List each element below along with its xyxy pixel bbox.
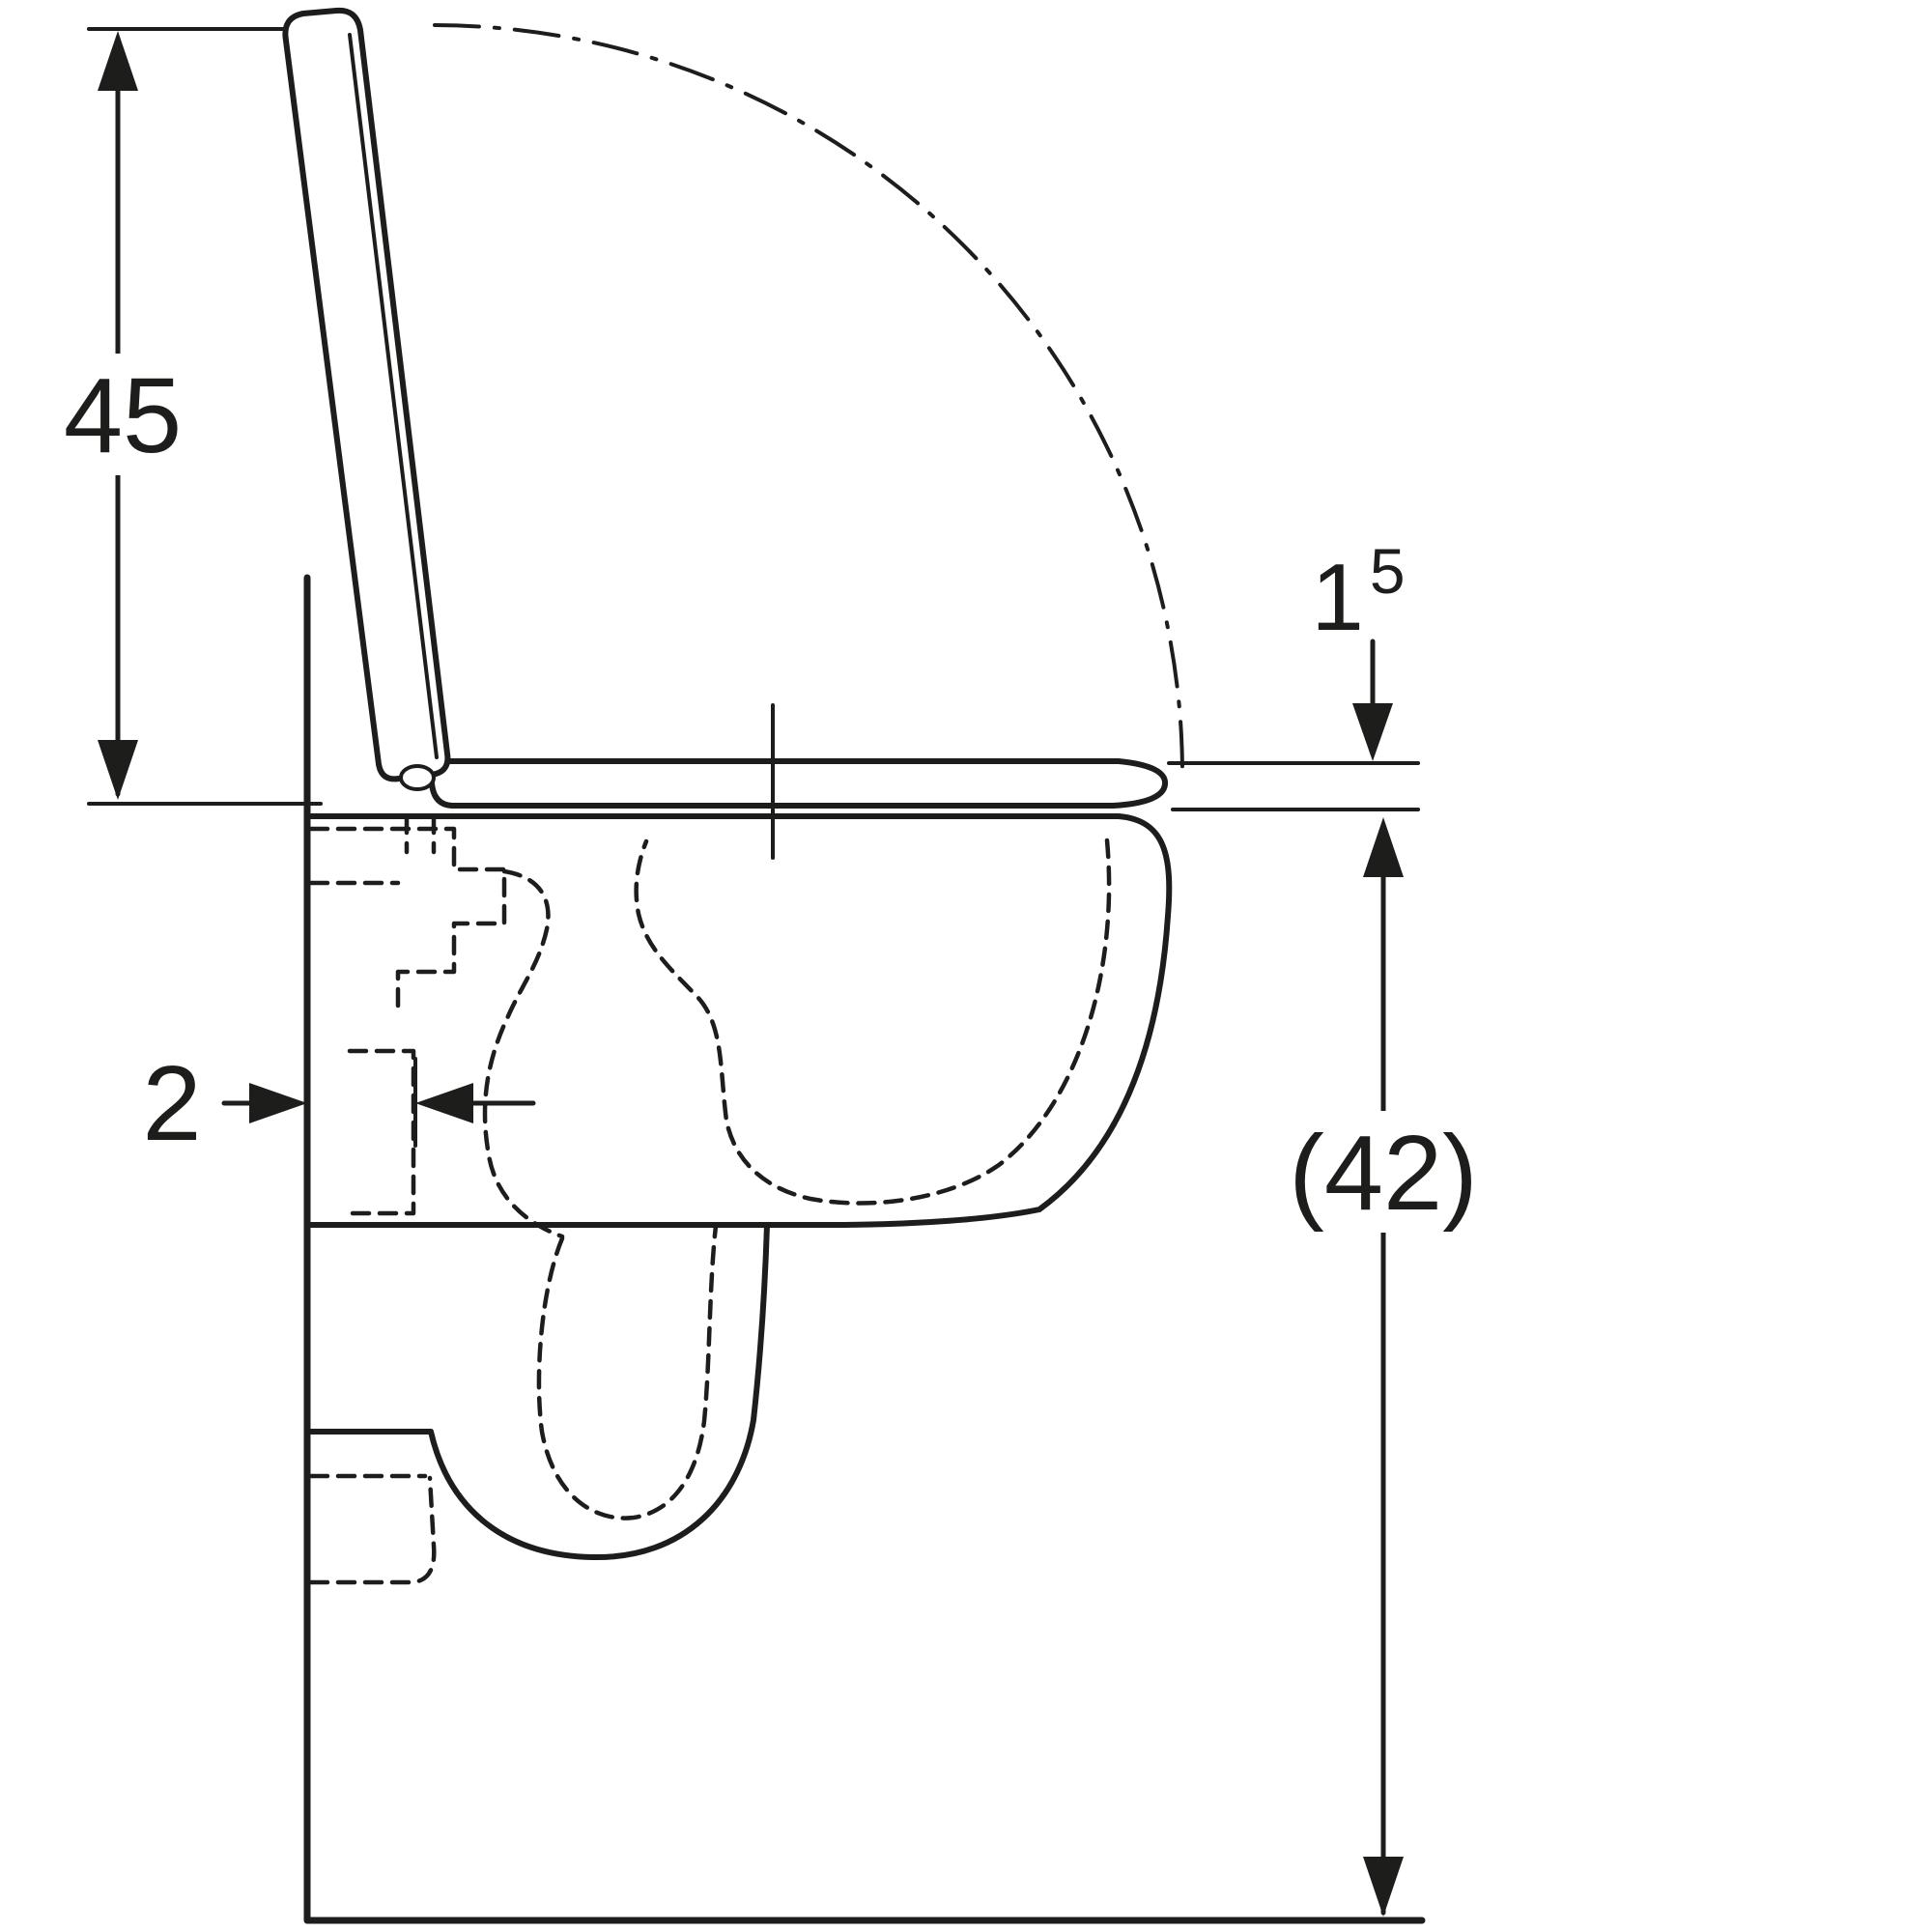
dimension-45: 45 — [54, 27, 323, 806]
dimension-42-label: (42) — [1289, 1114, 1478, 1233]
dimension-2: 2 — [142, 1044, 536, 1163]
dimension-1-5-label: 15 — [1311, 535, 1405, 650]
dimension-45-label: 45 — [64, 356, 182, 475]
lid-swing-arc — [433, 23, 1184, 777]
dimension-1-5: 15 — [1167, 535, 1420, 811]
wall-and-floor-line — [303, 574, 1426, 1924]
toilet-seat-closed-profile — [429, 758, 1169, 809]
seat-hinge — [399, 764, 436, 791]
toilet-lid-open — [282, 7, 451, 782]
toilet-bowl-outline — [308, 813, 1173, 1561]
dimension-2-label: 2 — [142, 1044, 201, 1163]
hidden-detail-dashed-lines — [308, 813, 1112, 1585]
dimension-42: (42) — [1289, 817, 1478, 1917]
